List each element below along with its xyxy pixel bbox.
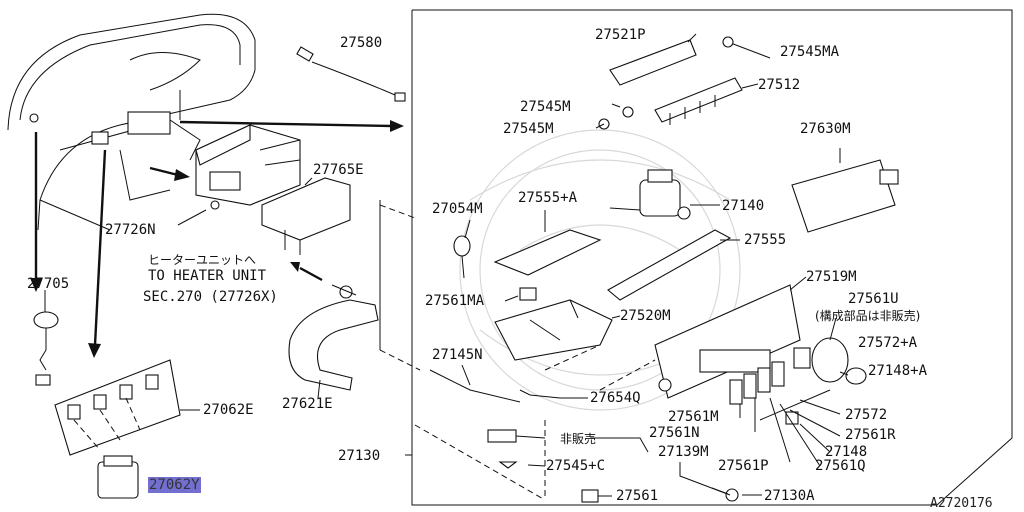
knob-27572a [793,337,849,383]
label-27139m: 27139M [658,444,709,460]
label-27765e: 27765E [313,162,364,178]
screw-27545ma [722,36,771,59]
screw-27130a [711,487,739,502]
label-27621e: 27621E [282,396,333,412]
leader-arrows [30,120,404,358]
label-27555-a: 27555+A [518,190,578,206]
label-27561ma: 27561MA [425,293,485,309]
panel-27519m [654,284,801,399]
link-27555 [607,229,732,301]
motor-27140 [609,169,691,220]
assembly-frame [411,9,1013,506]
sensor-27054m [453,235,537,301]
label-27062e: 27062E [203,402,254,418]
relay-27062y [97,455,139,499]
note-component: (構成部品は非販売) [815,309,921,323]
note-heater-en: TO HEATER UNIT [148,268,267,284]
label-27561r: 27561R [845,427,896,443]
label-27561: 27561 [616,488,659,504]
label-27062y-highlighted[interactable]: 27062Y [148,477,201,493]
label-27145n: 27145N [432,347,483,363]
knob-27148a [845,367,867,385]
label-27572: 27572 [845,407,888,423]
screws-27545m [598,106,634,130]
label-27545-c: 27545+C [546,458,606,474]
leader-lines [44,33,849,497]
base-27520m [494,299,613,361]
dashboard-outline [7,13,256,231]
label-27519m: 27519M [806,269,857,285]
label-27521p: 27521P [595,27,646,43]
label-27561u: 27561U [848,291,899,307]
label-27561n: 27561N [649,425,700,441]
figure-code: A2720176 [930,496,993,511]
cover-27555a [493,229,602,276]
label-27545m-a: 27545M [520,99,571,115]
label-27726n: 27726N [105,222,156,238]
harness-panel-27062e [54,359,181,456]
label-27561m: 27561M [668,409,719,425]
note-sec-ref: SEC.270 (27726X) [143,289,278,305]
label-27130: 27130 [338,448,381,464]
cable-27145n [429,369,521,403]
bracket-27765e [261,177,351,255]
label-27054m: 27054M [432,201,483,217]
note-not-sold: 非販売 [560,432,597,446]
label-27140: 27140 [722,198,765,214]
note-heater-jp: ヒーターユニットへ [148,253,257,267]
label-27148-a: 27148+A [868,363,928,379]
clip-27654q [519,389,561,399]
label-27705: 27705 [27,276,70,292]
label-27654q: 27654Q [590,390,641,406]
harness-27139m [487,429,546,469]
heater-control-unit [195,124,301,210]
label-27512: 27512 [758,77,801,93]
label-27520m: 27520M [620,308,671,324]
lever-27512 [654,77,743,125]
grommet-27705 [33,311,59,386]
label-27555: 27555 [744,232,787,248]
label-27545m-b: 27545M [503,121,554,137]
label-27130a: 27130A [764,488,815,504]
bracket-27521p [609,39,697,86]
label-27148: 27148 [825,444,868,460]
harness-27580 [296,46,406,102]
buttons-27561 [581,361,831,503]
module-27630m [791,159,899,233]
label-27561p: 27561P [718,458,769,474]
label-27545ma-top: 27545MA [780,44,840,60]
dashed-guides [379,204,656,501]
label-27561q: 27561Q [815,458,866,474]
label-27572-a: 27572+A [858,335,918,351]
label-27580: 27580 [340,35,383,51]
label-27630m: 27630M [800,121,851,137]
